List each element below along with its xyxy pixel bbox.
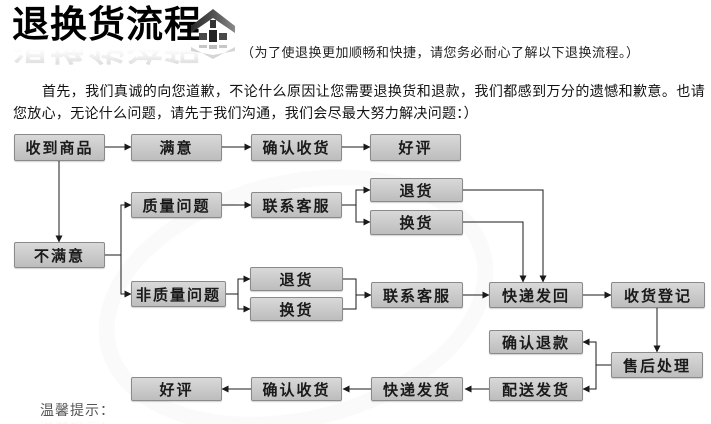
page-subtitle: （为了使退换更加顺畅和快捷，请您务必耐心了解以下退换流程。） bbox=[241, 45, 640, 60]
flow-node-express-send-back: 快递发回 bbox=[489, 282, 583, 308]
flow-connector bbox=[582, 365, 597, 393]
tip-block: 温馨提示： 温馨提示： bbox=[40, 400, 115, 424]
flow-node-received-goods: 收到商品 bbox=[14, 134, 105, 161]
flow-node-express-dispatch: 快递发货 bbox=[371, 377, 463, 401]
flow-connector bbox=[463, 221, 527, 283]
flow-node-confirm-refund: 确认退款 bbox=[489, 330, 583, 354]
flow-node-unsatisfied: 不满意 bbox=[14, 242, 105, 268]
house-logo-icon bbox=[191, 9, 235, 59]
flow-connector bbox=[237, 294, 251, 313]
flow-node-exchange-goods-2: 换货 bbox=[250, 297, 343, 321]
flow-node-quality-problem: 质量问题 bbox=[131, 192, 222, 218]
flow-connector bbox=[342, 186, 371, 206]
flow-node-good-review-1: 好评 bbox=[370, 134, 461, 161]
title-block: 退换货流程 退换货流程 bbox=[12, 4, 202, 66]
flow-node-confirm-receipt-1: 确认收货 bbox=[251, 134, 342, 161]
flow-node-non-quality-problem: 非质量问题 bbox=[131, 281, 226, 307]
tip-label-reflection: 温馨提示： bbox=[40, 420, 115, 424]
flow-node-delivery-dispatch: 配送发货 bbox=[489, 377, 583, 401]
flow-connector bbox=[226, 275, 251, 295]
flow-node-return-goods-1: 退货 bbox=[370, 178, 463, 202]
flow-node-contact-service-2: 联系客服 bbox=[371, 282, 463, 308]
flow-node-confirm-receipt-2: 确认收货 bbox=[251, 377, 342, 401]
flow-connector bbox=[120, 255, 132, 298]
flow-node-contact-service-1: 联系客服 bbox=[251, 192, 342, 218]
flow-connector bbox=[355, 205, 371, 226]
flow-connector bbox=[582, 338, 611, 366]
flow-node-exchange-goods-1: 换货 bbox=[370, 210, 463, 235]
tip-label: 温馨提示： bbox=[40, 402, 115, 418]
flow-connector bbox=[343, 278, 357, 310]
flow-node-good-review-2: 好评 bbox=[131, 377, 222, 401]
page-title: 退换货流程 bbox=[12, 4, 202, 45]
flow-node-after-sales-handling: 售后处理 bbox=[611, 352, 703, 378]
flow-node-return-goods-2: 退货 bbox=[250, 267, 343, 291]
flow-connector bbox=[463, 189, 547, 283]
flow-node-receipt-registration: 收货登记 bbox=[611, 282, 705, 308]
flow-connector bbox=[105, 201, 132, 256]
intro-paragraph: 首先，我们真诚的向您道歉，不论什么原因让您需要退换货和退款，我们都感到万分的遗憾… bbox=[13, 83, 705, 121]
flow-node-satisfied: 满意 bbox=[131, 134, 222, 161]
